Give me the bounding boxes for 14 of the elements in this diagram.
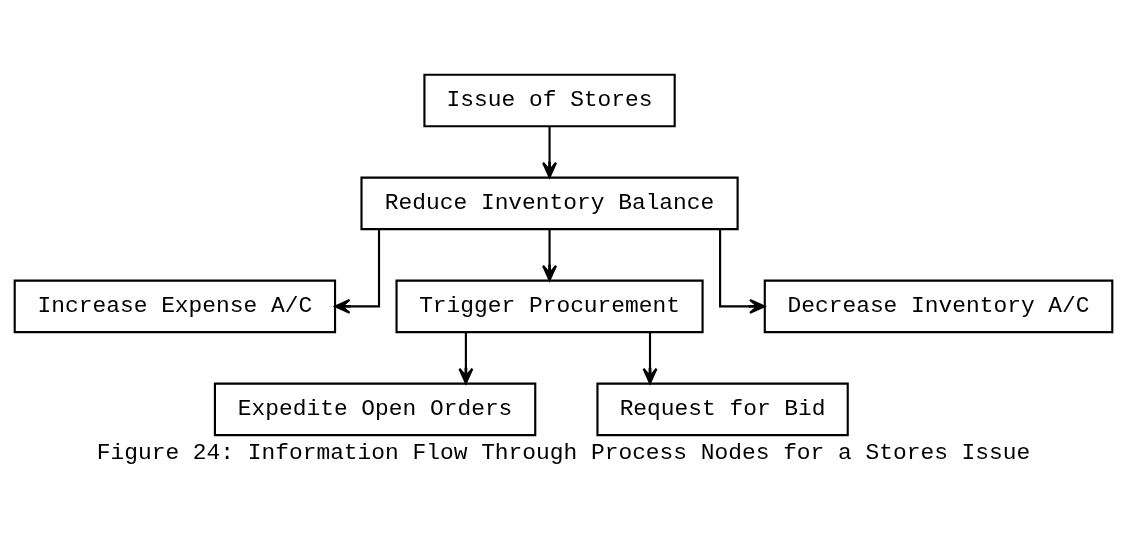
node-box: Increase Expense A/C — [13, 279, 337, 334]
arrow — [642, 332, 658, 385]
arrow — [542, 126, 558, 179]
node-box: Reduce Inventory Balance — [360, 176, 739, 231]
node-box: Request for Bid — [596, 382, 849, 437]
arrow — [719, 229, 766, 314]
node-box: Expedite Open Orders — [213, 382, 537, 437]
arrow — [542, 229, 558, 282]
node-box: Issue of Stores — [423, 73, 676, 128]
arrow — [458, 332, 474, 385]
caption: Figure 24: Information Flow Through Process Nodes for a Stores Issue — [96, 440, 1031, 467]
node-box: Decrease Inventory A/C — [763, 279, 1114, 334]
node-box: Trigger Procurement — [395, 279, 704, 334]
arrow — [334, 229, 381, 314]
